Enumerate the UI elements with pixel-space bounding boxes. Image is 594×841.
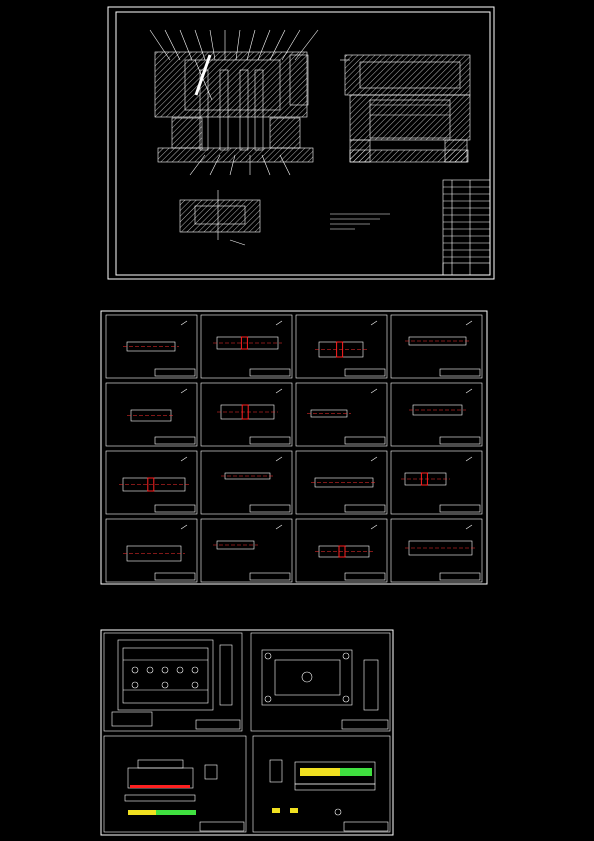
part-drawing-6[interactable] bbox=[200, 382, 293, 447]
part-title-block bbox=[249, 572, 291, 581]
part-drawing-8[interactable] bbox=[390, 382, 483, 447]
part-title-block bbox=[154, 504, 196, 513]
part-title-block bbox=[439, 572, 481, 581]
plate-drawing-4[interactable] bbox=[252, 735, 391, 833]
red-feature bbox=[147, 477, 155, 492]
part-title-block bbox=[344, 504, 386, 513]
part-drawing-9[interactable] bbox=[105, 450, 198, 515]
roughness-mark bbox=[465, 456, 473, 462]
part-drawing-16[interactable] bbox=[390, 518, 483, 583]
part-drawing-5[interactable] bbox=[105, 382, 198, 447]
roughness-mark bbox=[370, 320, 378, 326]
plate-drawing-3[interactable] bbox=[103, 735, 247, 833]
roughness-mark bbox=[370, 524, 378, 530]
roughness-mark bbox=[180, 388, 188, 394]
part-drawing-1[interactable] bbox=[105, 314, 198, 379]
part-detail-view bbox=[179, 190, 261, 246]
part-drawing-12[interactable] bbox=[390, 450, 483, 515]
parts-sheet[interactable] bbox=[100, 310, 488, 585]
roughness-mark bbox=[370, 388, 378, 394]
roughness-mark bbox=[465, 524, 473, 530]
part-title-block bbox=[154, 436, 196, 445]
part-title-block bbox=[154, 368, 196, 377]
roughness-mark bbox=[275, 456, 283, 462]
roughness-mark bbox=[180, 320, 188, 326]
roughness-mark bbox=[275, 524, 283, 530]
part-title-block bbox=[154, 572, 196, 581]
technical-notes bbox=[330, 213, 390, 230]
part-outline bbox=[318, 545, 370, 558]
assembly-inner-border bbox=[115, 11, 491, 276]
red-feature bbox=[420, 472, 428, 486]
part-title-block bbox=[344, 368, 386, 377]
part-title-block bbox=[439, 436, 481, 445]
roughness-mark bbox=[465, 320, 473, 326]
roughness-mark bbox=[275, 388, 283, 394]
red-feature bbox=[336, 341, 344, 358]
roughness-mark bbox=[275, 320, 283, 326]
parts-cells bbox=[105, 314, 483, 583]
part-title-block bbox=[344, 572, 386, 581]
plates-sheet[interactable] bbox=[100, 629, 394, 836]
part-title-block bbox=[344, 436, 386, 445]
plates-outer-border bbox=[100, 629, 394, 836]
assembly-sheet[interactable] bbox=[107, 6, 495, 280]
bill-of-materials-table bbox=[442, 179, 491, 276]
part-title-block bbox=[439, 504, 481, 513]
part-drawing-10[interactable] bbox=[200, 450, 293, 515]
assembly-outer-border bbox=[107, 6, 495, 280]
part-title-block bbox=[249, 436, 291, 445]
plate-drawing-1[interactable] bbox=[103, 632, 243, 732]
part-drawing-13[interactable] bbox=[105, 518, 198, 583]
roughness-mark bbox=[370, 456, 378, 462]
red-feature bbox=[338, 545, 346, 558]
side-section-view bbox=[340, 54, 471, 163]
part-drawing-3[interactable] bbox=[295, 314, 388, 379]
red-feature bbox=[241, 404, 249, 420]
part-drawing-2[interactable] bbox=[200, 314, 293, 379]
roughness-mark bbox=[465, 388, 473, 394]
part-drawing-11[interactable] bbox=[295, 450, 388, 515]
part-title-block bbox=[249, 504, 291, 513]
part-drawing-7[interactable] bbox=[295, 382, 388, 447]
main-section-view bbox=[149, 29, 319, 176]
part-title-block bbox=[249, 368, 291, 377]
part-drawing-15[interactable] bbox=[295, 518, 388, 583]
part-drawing-14[interactable] bbox=[200, 518, 293, 583]
part-drawing-4[interactable] bbox=[390, 314, 483, 379]
roughness-mark bbox=[180, 456, 188, 462]
part-title-block bbox=[439, 368, 481, 377]
parts-outer-border bbox=[100, 310, 488, 585]
roughness-mark bbox=[180, 524, 188, 530]
red-feature bbox=[240, 336, 248, 350]
plate-drawing-2[interactable] bbox=[250, 632, 391, 732]
